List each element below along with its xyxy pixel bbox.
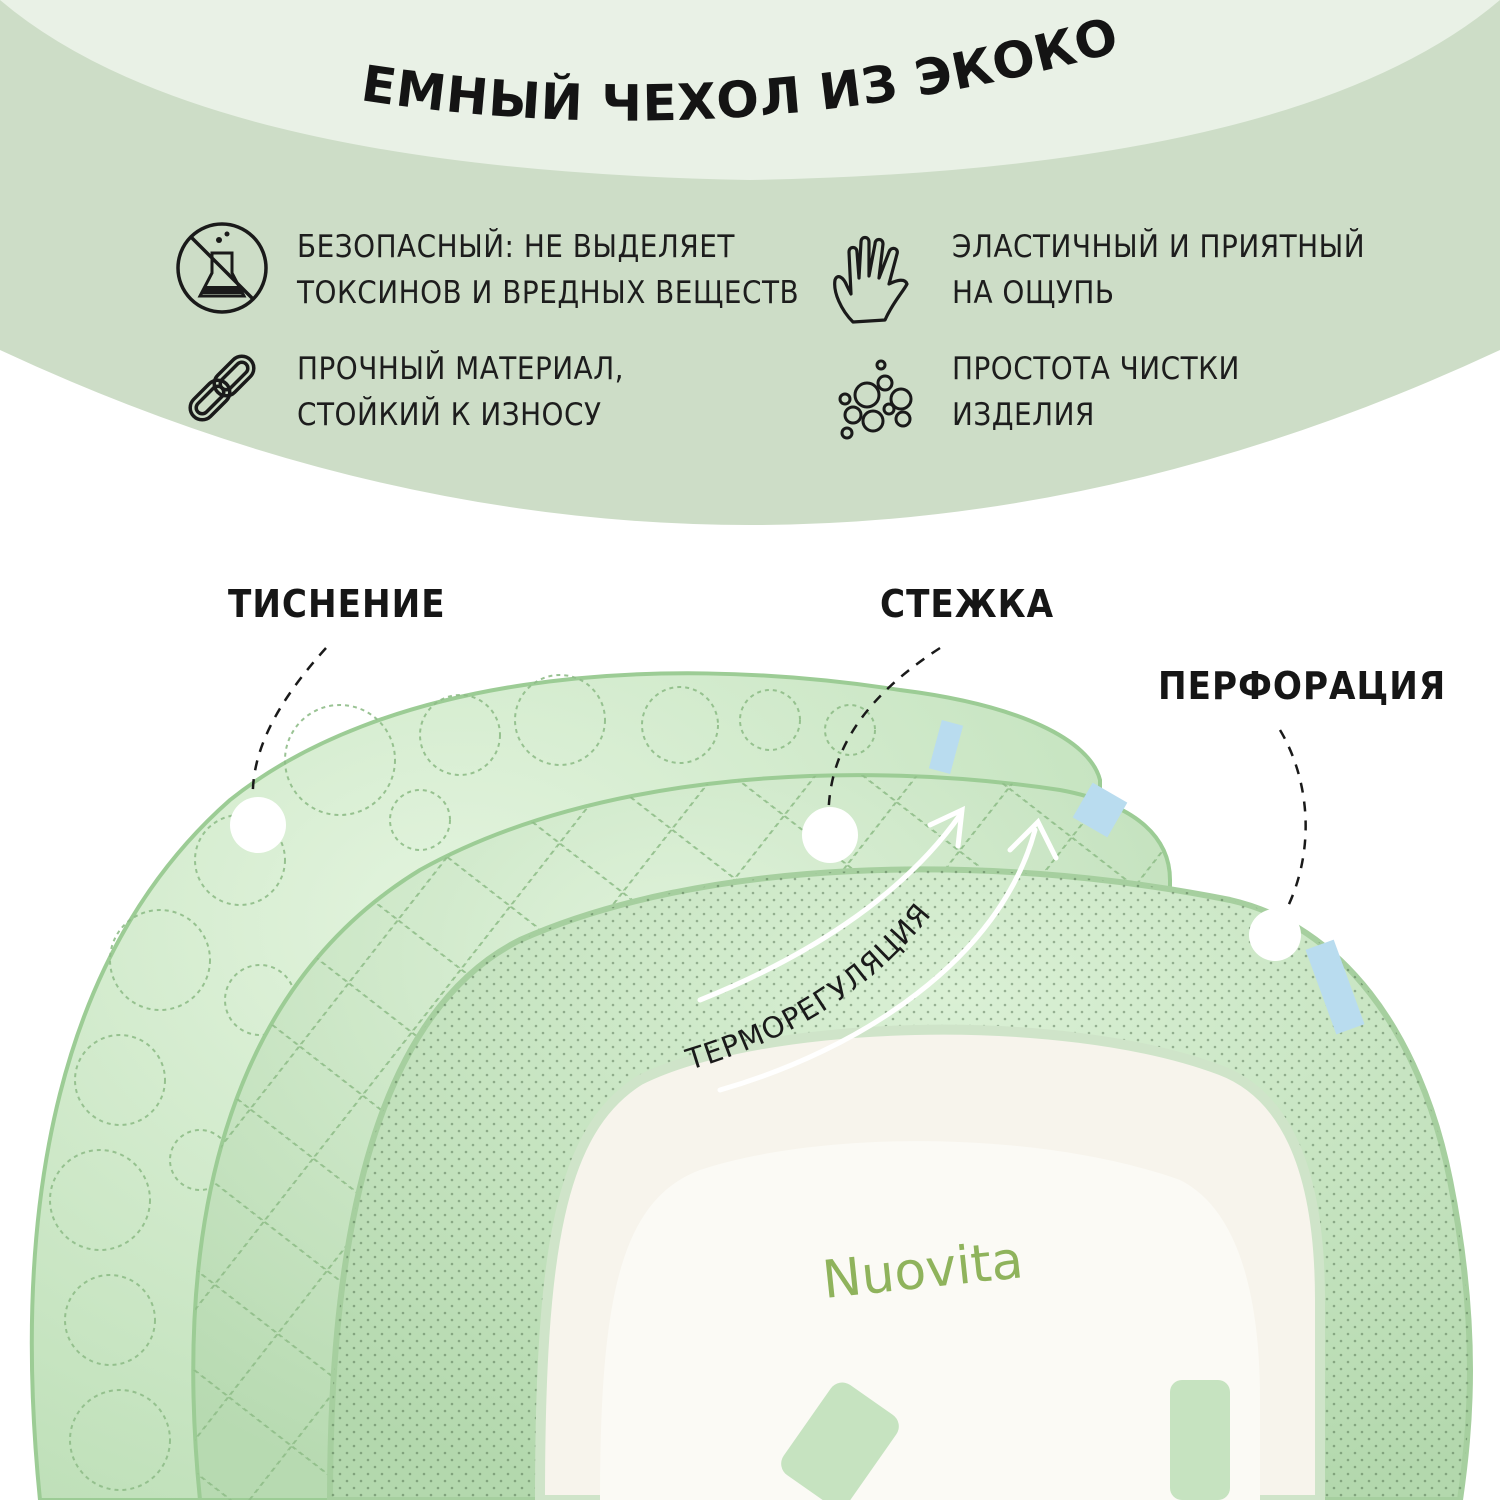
top-arc — [0, 0, 1500, 180]
feature-text: БЕЗОПАСНЫЙ: НЕ ВЫДЕЛЯЕТ — [297, 229, 735, 265]
feature-text: СТОЙКИЙ К ИЗНОСУ — [297, 397, 602, 433]
feature-text: ТОКСИНОВ И ВРЕДНЫХ ВЕЩЕСТВ — [297, 275, 800, 311]
leader-dots — [230, 797, 1301, 961]
bubbles-icon — [838, 359, 913, 440]
callout-stitching: СТЕЖКА — [880, 582, 1055, 626]
feature-durable: ПРОЧНЫЙ МАТЕРИАЛ, СТОЙКИЙ К ИЗНОСУ — [297, 346, 624, 438]
header-title: СЪЕМНЫЙ ЧЕХОЛ ИЗ ЭКОКОЖИ — [0, 0, 1124, 133]
feature-text: ИЗДЕЛИЯ — [952, 397, 1095, 433]
feature-text: НА ОЩУПЬ — [952, 275, 1115, 311]
hand-icon — [833, 235, 909, 324]
airflow-arrows — [697, 805, 1059, 1093]
cover-perforated — [326, 866, 1473, 1500]
callout-perforation: ПЕРФОРАЦИЯ — [1158, 664, 1447, 708]
callout-embossing: ТИСНЕНИЕ — [228, 582, 446, 626]
brand-logo-text: Nuovita — [820, 1230, 1026, 1311]
feature-safe: БЕЗОПАСНЫЙ: НЕ ВЫДЕЛЯЕТ ТОКСИНОВ И ВРЕДН… — [297, 224, 799, 316]
thermoregulation-label: ТЕРМОРЕГУЛЯЦИЯ — [681, 897, 937, 1077]
brand-tags — [928, 720, 1365, 1035]
feature-easy-clean: ПРОСТОТА ЧИСТКИ ИЗДЕЛИЯ — [952, 346, 1240, 438]
no-chemicals-icon — [176, 222, 268, 314]
feature-text: ПРОЧНЫЙ МАТЕРИАЛ, — [297, 351, 625, 387]
svg-text:ТЕРМОРЕГУЛЯЦИЯ: ТЕРМОРЕГУЛЯЦИЯ — [681, 897, 938, 1077]
feature-text: ЭЛАСТИЧНЫЙ И ПРИЯТНЫЙ — [952, 229, 1366, 265]
feature-text: ПРОСТОТА ЧИСТКИ — [952, 351, 1240, 387]
chain-link-icon — [188, 354, 256, 422]
feature-elastic: ЭЛАСТИЧНЫЙ И ПРИЯТНЫЙ НА ОЩУПЬ — [952, 224, 1365, 316]
